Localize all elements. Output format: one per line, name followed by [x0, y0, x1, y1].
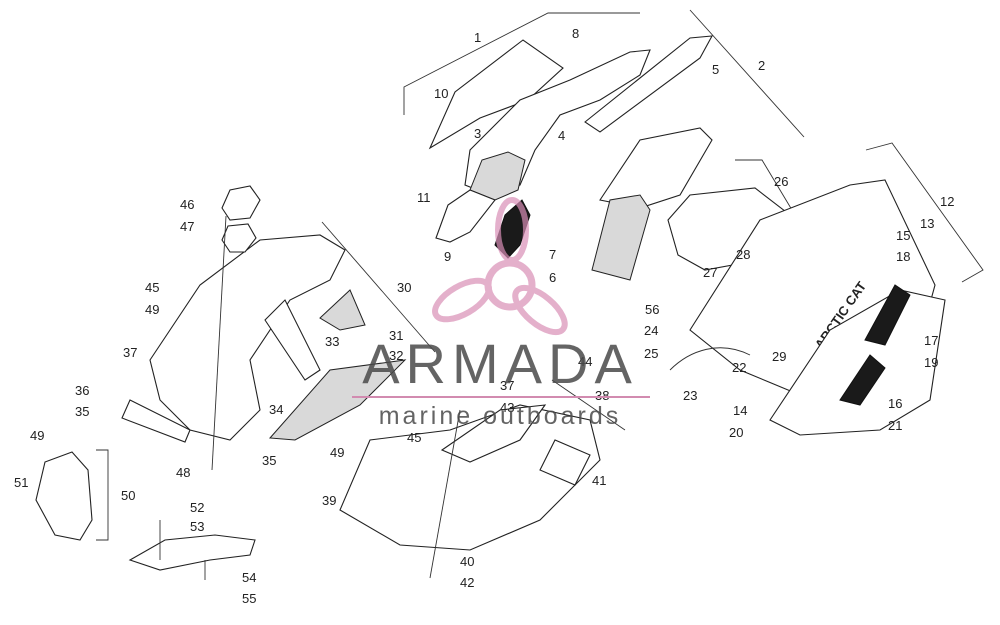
watermark-title: ARMADA [362, 332, 638, 395]
callout-37b: 37 [500, 378, 514, 393]
callout-27: 27 [703, 265, 717, 280]
callout-7: 7 [549, 247, 556, 262]
callout-45a: 45 [145, 280, 159, 295]
panel-part-5 [584, 35, 713, 133]
callout-35b: 35 [262, 453, 276, 468]
watermark-subtitle: marine outboards [378, 402, 622, 430]
panel-part-37 [440, 404, 547, 463]
decal-part-19 [864, 284, 911, 346]
side-panel-assembly: ARCTIC CAT [667, 142, 984, 436]
insulation-part-6 [591, 194, 651, 281]
callout-28: 28 [736, 247, 750, 262]
callout-37a: 37 [123, 345, 137, 360]
callout-12: 12 [940, 194, 954, 209]
callout-1: 1 [474, 30, 481, 45]
callout-52: 52 [190, 500, 204, 515]
side-panel-part-11 [435, 189, 496, 243]
callout-53: 53 [190, 519, 204, 534]
callout-46: 46 [180, 197, 194, 212]
callout-11: 11 [417, 190, 431, 205]
callout-49c: 49 [30, 428, 44, 443]
callout-3: 3 [474, 126, 481, 141]
callout-34: 34 [269, 402, 283, 417]
callout-47: 47 [180, 219, 194, 234]
callout-13: 13 [920, 216, 934, 231]
callout-9: 9 [444, 249, 451, 264]
callout-4: 4 [558, 128, 565, 143]
callout-25: 25 [644, 346, 658, 361]
callout-41: 41 [592, 473, 606, 488]
watermark-logo-icon [432, 197, 568, 336]
callout-6: 6 [549, 270, 556, 285]
callout-20: 20 [729, 425, 743, 440]
callout-24: 24 [644, 323, 658, 338]
windshield-assembly [403, 9, 805, 281]
callout-39: 39 [322, 493, 336, 508]
callout-51: 51 [14, 475, 28, 490]
callout-14: 14 [733, 403, 747, 418]
callout-8: 8 [572, 26, 579, 41]
callout-2: 2 [758, 58, 765, 73]
callout-40: 40 [460, 554, 474, 569]
windshield-part-10 [428, 39, 564, 150]
callout-18: 18 [896, 249, 910, 264]
callout-38: 38 [595, 388, 609, 403]
callout-35a: 35 [75, 404, 89, 419]
cable-part-25 [669, 347, 751, 371]
callout-49a: 49 [145, 302, 159, 317]
callout-30: 30 [397, 280, 411, 295]
callout-17: 17 [924, 333, 938, 348]
side-vent-part-36 [121, 399, 191, 443]
callout-26: 26 [774, 174, 788, 189]
callout-49b: 49 [330, 445, 344, 460]
bracket-part-47 [221, 223, 257, 253]
callout-19: 19 [924, 355, 938, 370]
callout-23: 23 [683, 388, 697, 403]
lower-panel-part-14 [769, 289, 946, 436]
callout-42: 42 [460, 575, 474, 590]
lower-left-parts [35, 449, 256, 580]
callout-21: 21 [888, 418, 902, 433]
callout-56: 56 [645, 302, 659, 317]
callout-55: 55 [242, 591, 256, 606]
callout-10: 10 [434, 86, 448, 101]
insulation-part-31 [319, 289, 366, 331]
watermark-rule [352, 396, 650, 398]
callout-54: 54 [242, 570, 256, 585]
callout-29: 29 [772, 349, 786, 364]
bracket-part-41 [539, 439, 591, 486]
callout-45b: 45 [407, 430, 421, 445]
callout-48: 48 [176, 465, 190, 480]
callout-32: 32 [389, 348, 403, 363]
bracket-part-46 [221, 185, 261, 221]
callout-50: 50 [121, 488, 135, 503]
callout-15: 15 [896, 228, 910, 243]
callout-16: 16 [888, 396, 902, 411]
callout-33: 33 [325, 334, 339, 349]
callout-36: 36 [75, 383, 89, 398]
callout-5: 5 [712, 62, 719, 77]
bracket-part-52 [128, 534, 256, 571]
callout-22: 22 [732, 360, 746, 375]
callout-31: 31 [389, 328, 403, 343]
insulation-part-32 [268, 359, 407, 441]
hood-assembly [121, 185, 436, 471]
side-vent-part-51 [35, 451, 93, 541]
callout-labels: 1 2 3 4 5 6 7 8 9 10 11 12 13 14 15 16 1… [14, 26, 954, 606]
decal-part-21 [839, 354, 886, 406]
intake-part-33 [264, 299, 321, 381]
bellypan-assembly [339, 379, 626, 579]
callout-44: 44 [578, 354, 592, 369]
callout-43: 43 [500, 400, 514, 415]
